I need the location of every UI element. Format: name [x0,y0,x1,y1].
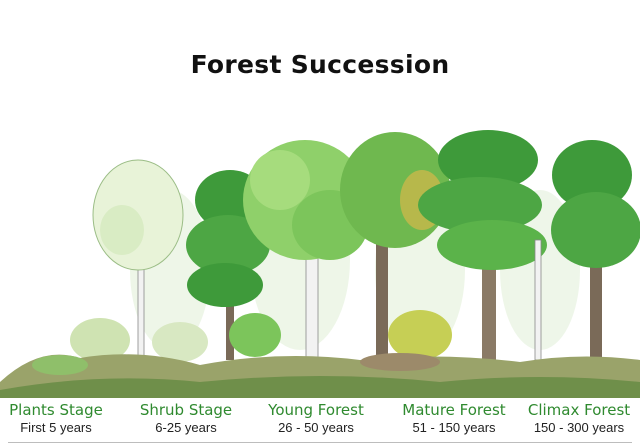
stage-name: Climax Forest [527,401,631,419]
stage-name: Shrub Stage [139,401,233,419]
page-title: Forest Succession [190,50,450,79]
stage-years: First 5 years [20,420,92,435]
stage-name: Plants Stage [9,401,103,419]
birch-tree-large [243,140,368,361]
forest-floor [0,353,640,398]
white-pine-tree [418,130,547,360]
maple-tree [340,132,450,360]
stage-climax-forest: Climax Forest 150 - 300 years [522,401,636,436]
stage-years: 150 - 300 years [533,420,625,435]
stage-name: Mature Forest [402,401,506,419]
stage-mature-forest: Mature Forest 51 - 150 years [396,401,512,436]
birch-tree-small [92,159,184,361]
forest-succession-illustration [0,130,640,398]
shrubs [70,310,452,362]
stage-young-forest: Young Forest 26 - 50 years [262,401,370,436]
stage-plants: Plants Stage First 5 years [6,401,106,436]
stage-years: 51 - 150 years [412,420,496,435]
stage-years: 6-25 years [155,420,217,435]
hemlock-tree [534,140,640,361]
stage-name: Young Forest [268,401,364,419]
bottom-divider [8,442,632,443]
stage-shrub: Shrub Stage 6-25 years [136,401,236,436]
stage-years: 26 - 50 years [278,420,354,435]
